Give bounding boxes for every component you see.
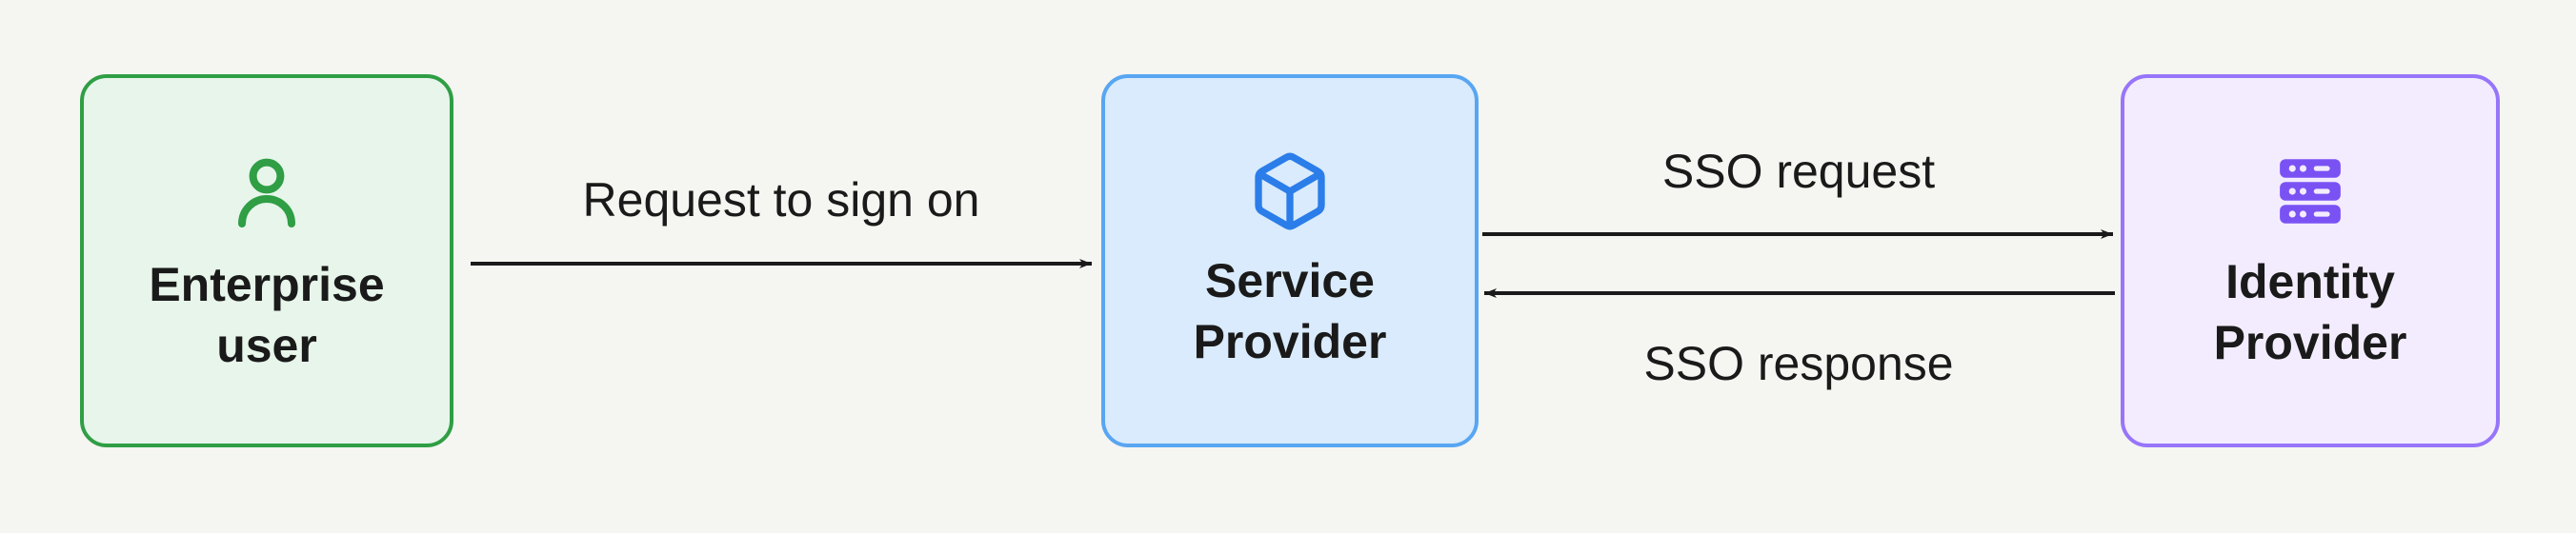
node-label-line: Provider: [1193, 315, 1387, 368]
node-enterprise-user: Enterprise user: [80, 74, 453, 447]
edge-label-sso-response: SSO response: [1643, 337, 1954, 390]
node-label-line: Identity: [2225, 255, 2395, 308]
node-label-line: user: [216, 319, 317, 372]
node-label-line: Service: [1205, 254, 1375, 307]
cube-icon: [1248, 149, 1332, 233]
node-identity-provider: Identity Provider: [2121, 74, 2500, 447]
node-label-line: Enterprise: [149, 258, 385, 311]
user-icon: [221, 146, 312, 237]
node-label-line: Provider: [2213, 316, 2407, 369]
node-service-provider: Service Provider: [1101, 74, 1479, 447]
edge-label-request-to-sign-on: Request to sign on: [582, 173, 980, 227]
edge-label-sso-request: SSO request: [1661, 145, 1936, 198]
server-icon: [2267, 148, 2353, 234]
